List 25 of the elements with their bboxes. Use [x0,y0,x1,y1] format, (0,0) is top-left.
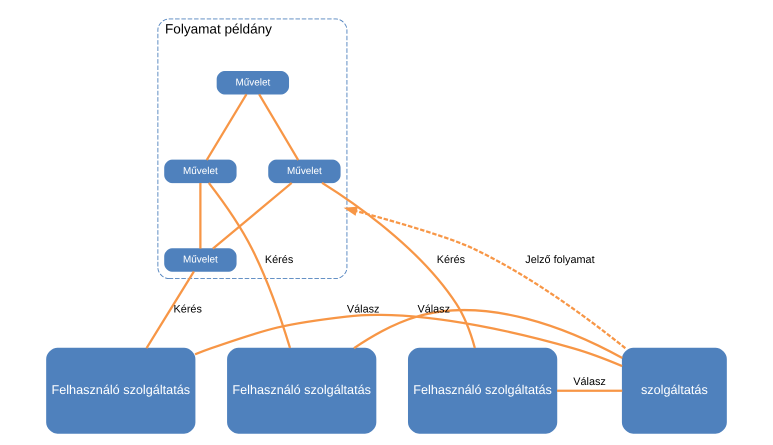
connector [212,182,292,250]
edge-label: Kérés [264,254,294,266]
connector [194,314,623,368]
node-box: Művelet [164,160,237,184]
connector [199,182,202,249]
connector [206,94,248,161]
connector [353,309,623,360]
node-box: Művelet [216,70,290,94]
node-box: Művelet [164,248,237,272]
arrow [344,206,626,350]
node-box: Felhasználó szolgáltatás [46,348,196,434]
edge-label: Jelző folyamat [525,254,595,266]
edge-label: Kérés [174,304,202,316]
node-box: szolgáltatás [622,348,727,434]
node-box: Művelet [268,160,341,184]
edge-label: Kérés [436,254,466,266]
node-box: Felhasználó szolgáltatás [408,348,558,434]
connector [321,182,476,348]
connector [208,182,292,348]
node-box: Felhasználó szolgáltatás [227,348,376,434]
connector [146,270,195,349]
connector [258,94,300,161]
connector [557,390,622,392]
edge-label: Válasz [346,304,380,316]
edge-label: Válasz [573,376,606,388]
